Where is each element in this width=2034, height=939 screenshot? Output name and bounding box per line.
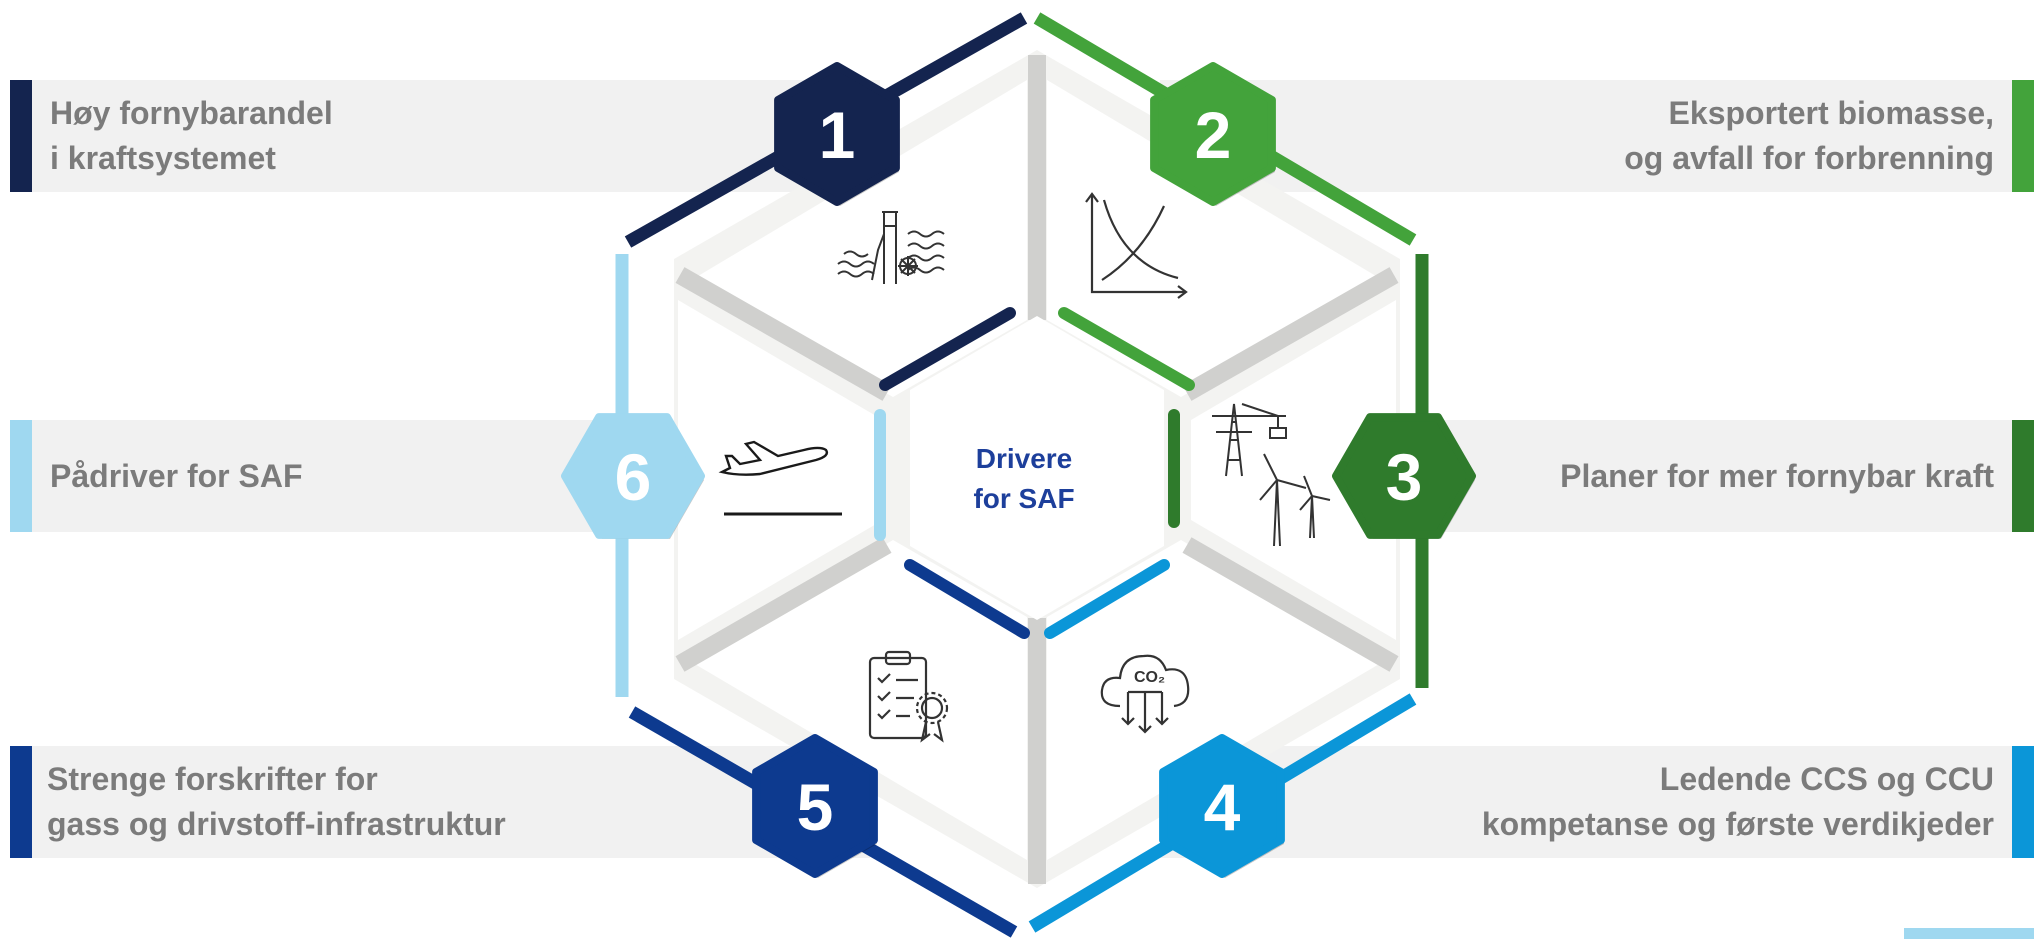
driver-3-accent	[2012, 420, 2034, 532]
badge-1: 1	[774, 62, 900, 206]
badge-5-number: 5	[797, 770, 834, 844]
driver-4-label: Ledende CCS og CCU kompetanse og første …	[1482, 757, 1994, 847]
driver-2-bar: Eksportert biomasse, og avfall for forbr…	[1160, 80, 2034, 192]
driver-5-label: Strenge forskrifter for gass og drivstof…	[47, 757, 506, 847]
driver-5-label-line1: Strenge forskrifter for	[47, 761, 378, 797]
driver-5-accent	[10, 746, 32, 858]
driver-1-label-line1: Høy fornybarandel	[50, 95, 333, 131]
driver-2-label-line2: og avfall for forbrenning	[1624, 140, 1994, 176]
badge-4-number: 4	[1204, 770, 1241, 844]
badge-5: 5	[752, 734, 878, 878]
driver-5-label-line2: gass og drivstoff-infrastruktur	[47, 806, 506, 842]
driver-3-bar: Planer for mer fornybar kraft	[1380, 420, 2034, 532]
driver-4-label-line2: kompetanse og første verdikjeder	[1481, 806, 1994, 842]
driver-6-label: Pådriver for SAF	[50, 454, 303, 499]
driver-4-accent	[2012, 746, 2034, 858]
power-pylon-wind-turbine-icon	[1212, 403, 1331, 547]
inner-rim-2	[1058, 307, 1195, 391]
badge-4-hexagon	[1159, 734, 1285, 878]
airplane-takeoff-icon	[718, 440, 842, 516]
badge-3-number: 3	[1386, 440, 1423, 514]
driver-2-label: Eksportert biomasse, og avfall for forbr…	[1624, 91, 1994, 181]
badge-1-number: 1	[819, 98, 856, 172]
badge-1-hexagon	[774, 62, 900, 206]
inner-rim	[874, 307, 1195, 639]
driver-3-label-line1: Planer for mer fornybar kraft	[1560, 457, 1994, 494]
driver-6-accent	[10, 420, 32, 532]
driver-1-accent	[10, 80, 32, 192]
co2-label: CO₂	[1134, 669, 1165, 686]
badge-6-hexagon	[561, 413, 705, 539]
driver-1-label: Høy fornybarandel i kraftsystemet	[50, 91, 333, 181]
badge-3: 3	[1332, 413, 1476, 539]
driver-1-bar: Høy fornybarandel i kraftsystemet	[10, 80, 880, 192]
spoke-upper-left	[675, 267, 892, 401]
driver-3-label: Planer for mer fornybar kraft	[1560, 454, 1994, 499]
badge-5-hexagon	[752, 734, 878, 878]
inner-rim-1	[879, 307, 1016, 391]
center-hexagon	[910, 316, 1164, 620]
inner-rim-4	[1044, 559, 1170, 639]
center-title-line2: for SAF	[973, 483, 1074, 514]
driver-4-label-line1: Ledende CCS og CCU	[1659, 761, 1994, 797]
co2-cloud-capture-icon: CO₂	[1100, 654, 1190, 734]
driver-2-accent	[2012, 80, 2034, 192]
badge-2-hexagon	[1150, 62, 1276, 206]
corner-tab	[1904, 928, 2034, 939]
inner-rim-5	[904, 559, 1030, 639]
badge-3-hexagon	[1332, 413, 1476, 539]
regulation-checklist-icon	[868, 650, 949, 743]
hydropower-dam-icon	[837, 211, 945, 284]
declining-curve-chart-icon	[1085, 192, 1188, 299]
badge-6-number: 6	[615, 440, 652, 514]
spoke-lower-left	[675, 537, 892, 672]
driver-2-label-line1: Eksportert biomasse,	[1668, 95, 1994, 131]
spokes	[675, 55, 1399, 884]
badge-2: 2	[1150, 62, 1276, 206]
driver-1-label-line2: i kraftsystemet	[50, 140, 276, 176]
spoke-lower-right	[1182, 537, 1399, 672]
driver-6-bar: Pådriver for SAF	[10, 420, 670, 532]
driver-6-label-line1: Pådriver for SAF	[50, 457, 303, 494]
sector-3	[1191, 300, 1396, 640]
badge-2-number: 2	[1195, 98, 1232, 172]
badge-4: 4	[1159, 734, 1285, 878]
center-title-line1: Drivere	[976, 443, 1073, 474]
badge-6: 6	[561, 413, 705, 539]
spoke-upper-right	[1182, 267, 1399, 401]
